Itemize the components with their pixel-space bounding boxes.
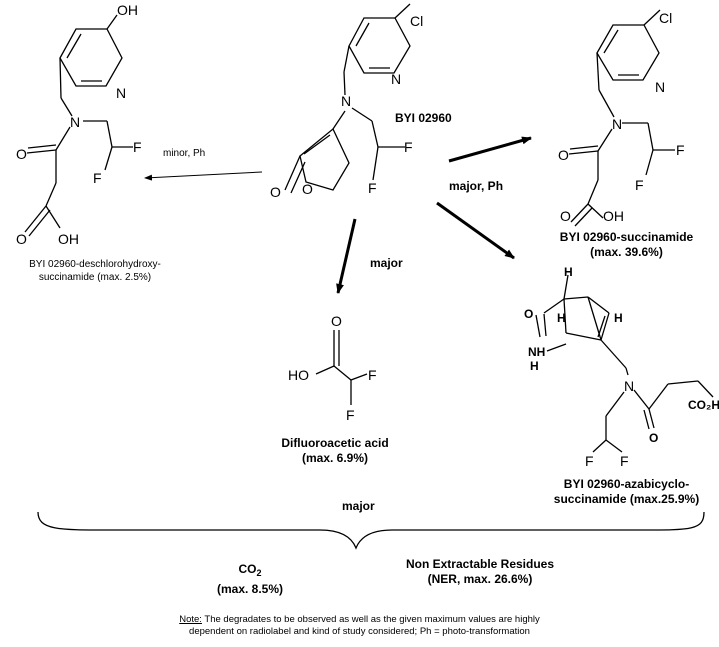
deschloro-o-amide-atom: O: [16, 146, 27, 162]
minor-ph-label: minor, Ph: [163, 148, 206, 159]
note-text1: The degradates to be observed as well as…: [201, 614, 540, 625]
parent-o-ring-atom: O: [302, 181, 313, 197]
azabicyclo-f2-atom: F: [620, 453, 629, 469]
azabicyclo-o-amide-atom: O: [649, 431, 658, 445]
dfa-name: Difluoroacetic acid: [281, 436, 389, 450]
parent-label: BYI 02960: [395, 111, 452, 125]
succinamide-max: (max. 39.6%): [590, 245, 663, 259]
succinamide-structure: [568, 9, 675, 227]
succinamide-cl-atom: Cl: [659, 10, 672, 26]
ner-max: (NER, max. 26.6%): [427, 572, 533, 586]
azabicyclo-co2h-atom: CO₂H: [688, 398, 719, 412]
note-block: Note: The degradates to be observed as w…: [0, 614, 719, 638]
parent-n-pyr-atom: N: [391, 71, 401, 87]
deschloro-f2-atom: F: [93, 170, 102, 186]
azabicyclo-name2: succinamide (max.25.9%): [553, 492, 700, 506]
major-down-label: major: [370, 256, 403, 270]
succinamide-f2-atom: F: [635, 177, 644, 193]
azabicyclo-h-left-atom: H: [557, 311, 566, 325]
co2-max: (max. 8.5%): [216, 582, 284, 596]
deschloro-o-acid-atom: O: [16, 231, 27, 247]
arrow-minor-ph: [144, 171, 263, 181]
azabicyclo-o-lactam-atom: O: [524, 307, 533, 321]
deschloro-structure: [24, 14, 133, 237]
co2-label: CO2 (max. 8.5%): [190, 561, 310, 597]
co2-formula: CO2: [190, 561, 310, 581]
parent-structure: [284, 3, 411, 194]
dfa-ho-atom: HO: [288, 367, 309, 383]
deschloro-f1-atom: F: [133, 139, 142, 155]
parent-n-amine-atom: N: [341, 93, 351, 109]
succinamide-label: BYI 02960-succinamide (max. 39.6%): [534, 230, 719, 260]
co2-base: CO: [238, 562, 257, 576]
succinamide-name: BYI 02960-succinamide: [559, 230, 694, 244]
deschloro-label: BYI 02960-deschlorohydroxy- succinamide …: [0, 258, 190, 284]
azabicyclo-nh-atom: NH: [528, 345, 545, 359]
deschloro-name-line2: succinamide (max. 2.5%): [38, 272, 152, 283]
deschloro-oh-atom: OH: [117, 2, 138, 18]
ner-name: Non Extractable Residues: [405, 557, 555, 571]
note-line2: dependent on radiolabel and kind of stud…: [189, 626, 530, 637]
azabicyclo-f1-atom: F: [585, 453, 594, 469]
parent-o-carbonyl-atom: O: [270, 184, 281, 200]
major-ph-label: major, Ph: [449, 179, 504, 193]
succinamide-oh-acid-atom: OH: [603, 208, 624, 224]
dfa-structure: [315, 330, 368, 405]
parent-f2-atom: F: [368, 180, 377, 196]
co2-subscript: 2: [256, 568, 262, 578]
dfa-max: (max. 6.9%): [301, 451, 369, 465]
arrow-major-down: [336, 218, 357, 294]
dfa-label: Difluoroacetic acid (max. 6.9%): [260, 436, 410, 466]
succinamide-f1-atom: F: [676, 142, 685, 158]
azabicyclo-label: BYI 02960-azabicyclo- succinamide (max.2…: [534, 477, 719, 507]
arrow-major-ph-up: [448, 136, 532, 163]
deschloro-n-amide-atom: N: [70, 114, 80, 130]
note-line1: Note: The degradates to be observed as w…: [0, 614, 719, 626]
succinamide-o-acid-atom: O: [560, 208, 571, 224]
azabicyclo-structure: [535, 274, 714, 453]
deschloro-oh-acid-atom: OH: [58, 231, 79, 247]
arrow-major-ph-down: [436, 201, 515, 260]
azabicyclo-h-bottom-atom: H: [530, 359, 539, 373]
major-brace-label: major: [342, 499, 375, 513]
parent-cl-atom: Cl: [410, 13, 423, 29]
deschloro-n-pyr-atom: N: [116, 85, 126, 101]
parent-f1-atom: F: [404, 139, 413, 155]
dfa-f1-atom: F: [368, 367, 377, 383]
note-label: Note:: [179, 614, 202, 625]
ner-label: Non Extractable Residues (NER, max. 26.6…: [380, 557, 580, 587]
azabicyclo-n-atom: N: [624, 378, 634, 394]
mineralization-brace: [37, 511, 705, 550]
azabicyclo-h-right-atom: H: [614, 311, 623, 325]
succinamide-n-pyr-atom: N: [655, 79, 665, 95]
dfa-o-atom: O: [331, 313, 342, 329]
azabicyclo-name: BYI 02960-azabicyclo-: [563, 477, 690, 491]
succinamide-n-amide-atom: N: [612, 116, 622, 132]
deschloro-name-line1: BYI 02960-deschlorohydroxy-: [29, 259, 161, 270]
dfa-f2-atom: F: [346, 407, 355, 423]
succinamide-o-amide-atom: O: [558, 147, 569, 163]
azabicyclo-h-top-atom: H: [564, 265, 573, 279]
